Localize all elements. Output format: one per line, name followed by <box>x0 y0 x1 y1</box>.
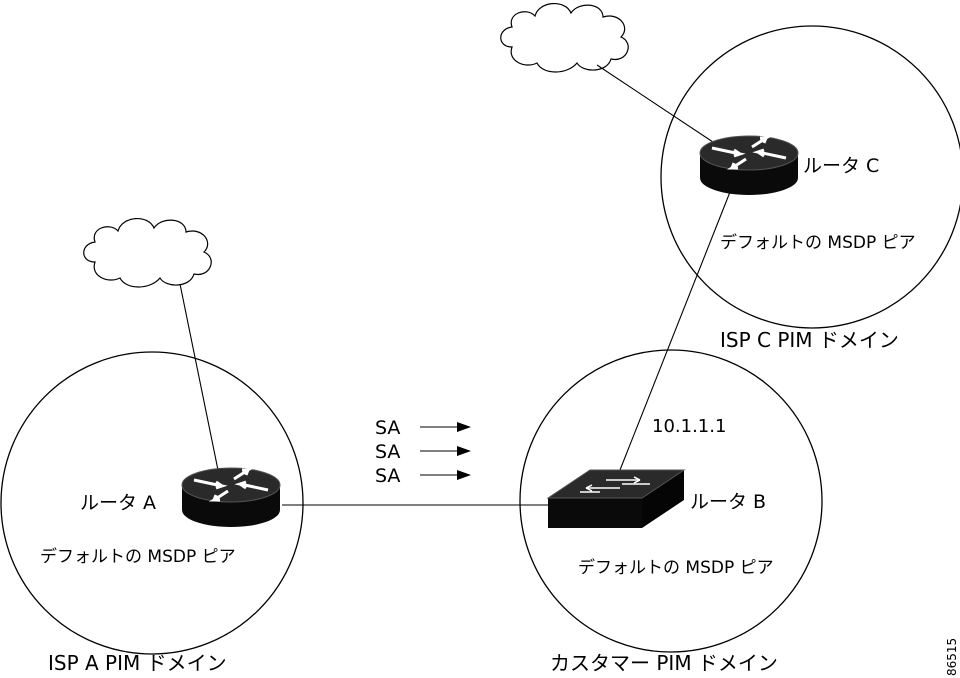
sa-label-3: SA <box>375 465 400 487</box>
isp-c-domain-label: ISP C PIM ドメイン <box>720 328 899 352</box>
sa-label-1: SA <box>375 417 400 439</box>
cloud-a-link <box>179 283 219 471</box>
cloud-c-link <box>596 64 723 149</box>
router-a-role: デフォルトの MSDP ピア <box>40 546 236 567</box>
customer-domain-circle <box>519 349 823 653</box>
router-c-icon <box>699 135 799 195</box>
router-c-to-b-link <box>619 191 731 471</box>
router-b-role: デフォルトの MSDP ピア <box>578 557 774 578</box>
figure-id: 86515 <box>945 638 959 676</box>
isp-a-domain-label: ISP A PIM ドメイン <box>48 651 227 675</box>
router-b-name: ルータ B <box>690 491 766 513</box>
router-c-name: ルータ C <box>803 155 879 177</box>
sa-label-2: SA <box>375 441 400 463</box>
cloud-c-icon <box>500 3 629 73</box>
isp-c-domain-circle <box>660 25 960 329</box>
router-a-name: ルータ A <box>80 492 156 514</box>
link-address-label: 10.1.1.1 <box>652 416 726 437</box>
router-a-icon <box>181 467 281 527</box>
isp-a-domain-circle <box>0 351 304 655</box>
router-b-icon <box>546 469 686 528</box>
sa-arrows <box>420 422 471 480</box>
router-c-role: デフォルトの MSDP ピア <box>720 232 916 253</box>
customer-domain-label: カスタマー PIM ドメイン <box>550 651 778 675</box>
cloud-a-icon <box>83 218 212 288</box>
